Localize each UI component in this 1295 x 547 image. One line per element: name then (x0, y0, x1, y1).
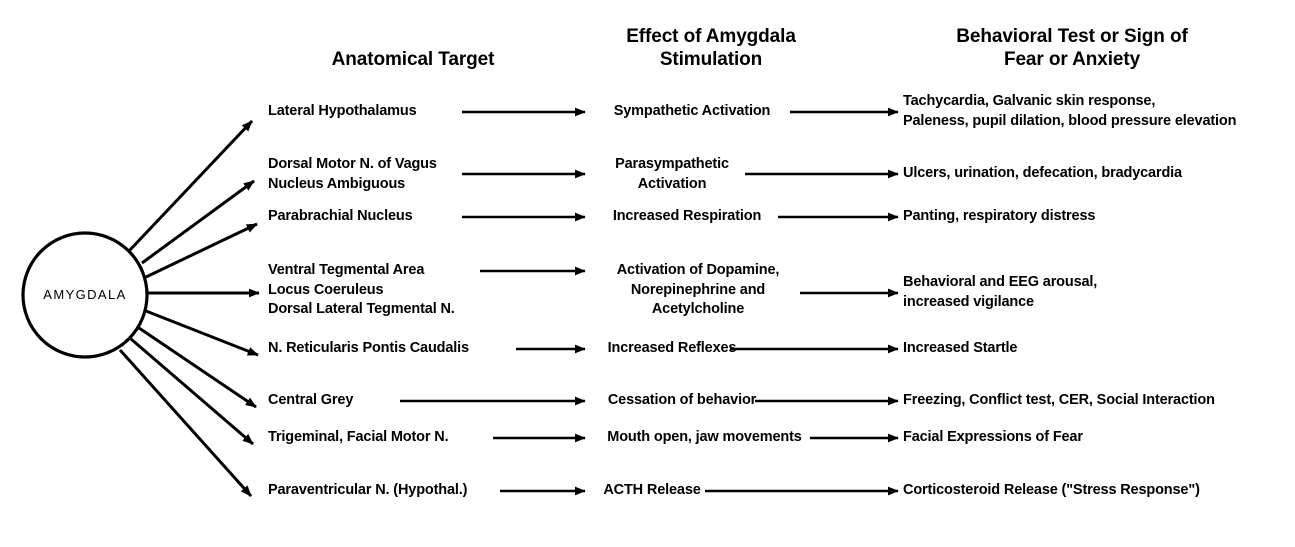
behavior-label-5: Increased Startle (903, 340, 1018, 356)
hub-arrow-3 (145, 222, 258, 279)
hub-arrow-6 (138, 326, 257, 409)
behavior-label-2: Ulcers, urination, defecation, bradycard… (903, 165, 1182, 181)
effect-label-5: Increased Reflexes (607, 340, 737, 356)
effect-label-1: Sympathetic Activation (613, 103, 771, 119)
behavior-label-1: Tachycardia, Galvanic skin response, Pal… (903, 93, 1237, 129)
hub-arrow-1 (127, 119, 254, 253)
amygdala-hub-label: AMYGDALA (43, 287, 127, 302)
target-label-7: Trigeminal, Facial Motor N. (268, 429, 449, 445)
target-label-3: Parabrachial Nucleus (268, 208, 413, 224)
column-header-anatomical-target: Anatomical Target (331, 49, 495, 70)
effect-label-8: ACTH Release (603, 482, 701, 498)
target-label-8: Paraventricular N. (Hypothal.) (268, 482, 468, 498)
behavior-label-7: Facial Expressions of Fear (903, 429, 1083, 445)
hub-arrow-8 (118, 348, 253, 498)
column-header-behavioral-test: Behavioral Test or Sign of Fear or Anxie… (956, 26, 1188, 70)
behavior-label-3: Panting, respiratory distress (903, 208, 1096, 224)
behavior-label-8: Corticosteroid Release ("Stress Response… (903, 482, 1200, 498)
target-label-5: N. Reticularis Pontis Caudalis (268, 340, 469, 356)
effect-label-7: Mouth open, jaw movements (607, 429, 802, 445)
target-label-6: Central Grey (268, 392, 354, 408)
effect-label-6: Cessation of behavior (607, 392, 757, 408)
hub-arrow-2 (141, 179, 255, 265)
effect-label-2: Parasympathetic Activation (615, 156, 729, 192)
target-label-1: Lateral Hypothalamus (268, 103, 417, 119)
column-header-effect-of-stimulation: Effect of Amygdala Stimulation (626, 26, 796, 70)
hub-arrow-7 (130, 337, 254, 446)
behavior-label-6: Freezing, Conflict test, CER, Social Int… (903, 392, 1215, 408)
hub-arrow-5 (145, 309, 259, 357)
effect-label-3: Increased Respiration (612, 208, 762, 224)
behavior-label-4: Behavioral and EEG arousal, increased vi… (903, 274, 1098, 310)
target-label-2: Dorsal Motor N. of Vagus Nucleus Ambiguo… (268, 156, 437, 192)
target-label-4: Ventral Tegmental Area Locus Coeruleus D… (268, 262, 455, 317)
effect-label-4: Activation of Dopamine, Norepinephrine a… (616, 262, 780, 317)
